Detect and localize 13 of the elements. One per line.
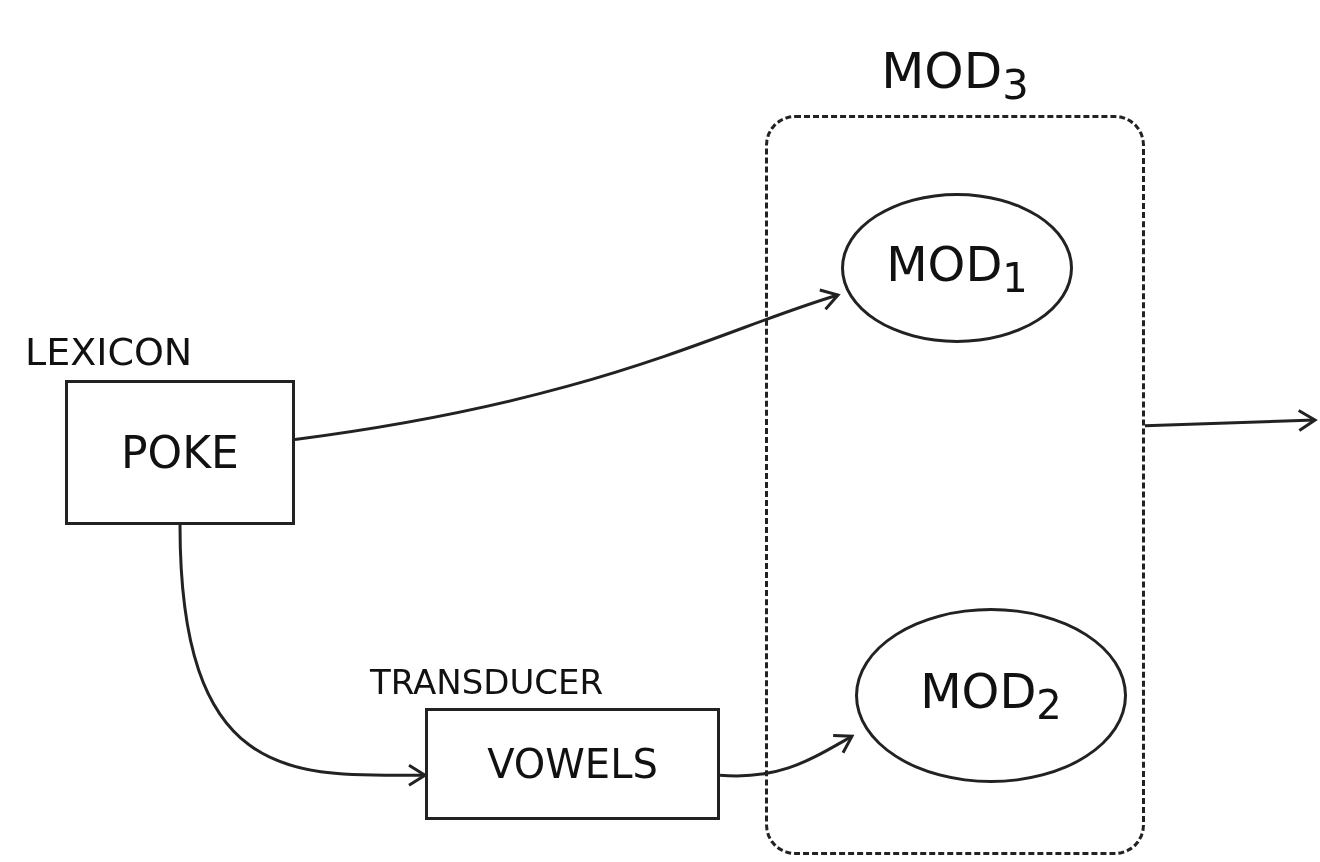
box-label: POKE (121, 427, 239, 478)
arrow (294, 288, 840, 441)
arrow (1144, 409, 1317, 433)
heading-label: LEXICON (25, 330, 193, 374)
arrow (178, 524, 427, 787)
heading-label: MOD$_{3}$ (881, 42, 1029, 109)
node-label: MOD$_{1}$ (886, 235, 1028, 301)
ellipse-node (855, 608, 1127, 783)
heading-label: TRANSDUCER (370, 662, 604, 702)
arrow (719, 733, 854, 778)
box-label: VOWELS (487, 741, 658, 787)
ellipse-node (841, 193, 1073, 343)
node-label: MOD$_{2}$ (920, 663, 1062, 728)
